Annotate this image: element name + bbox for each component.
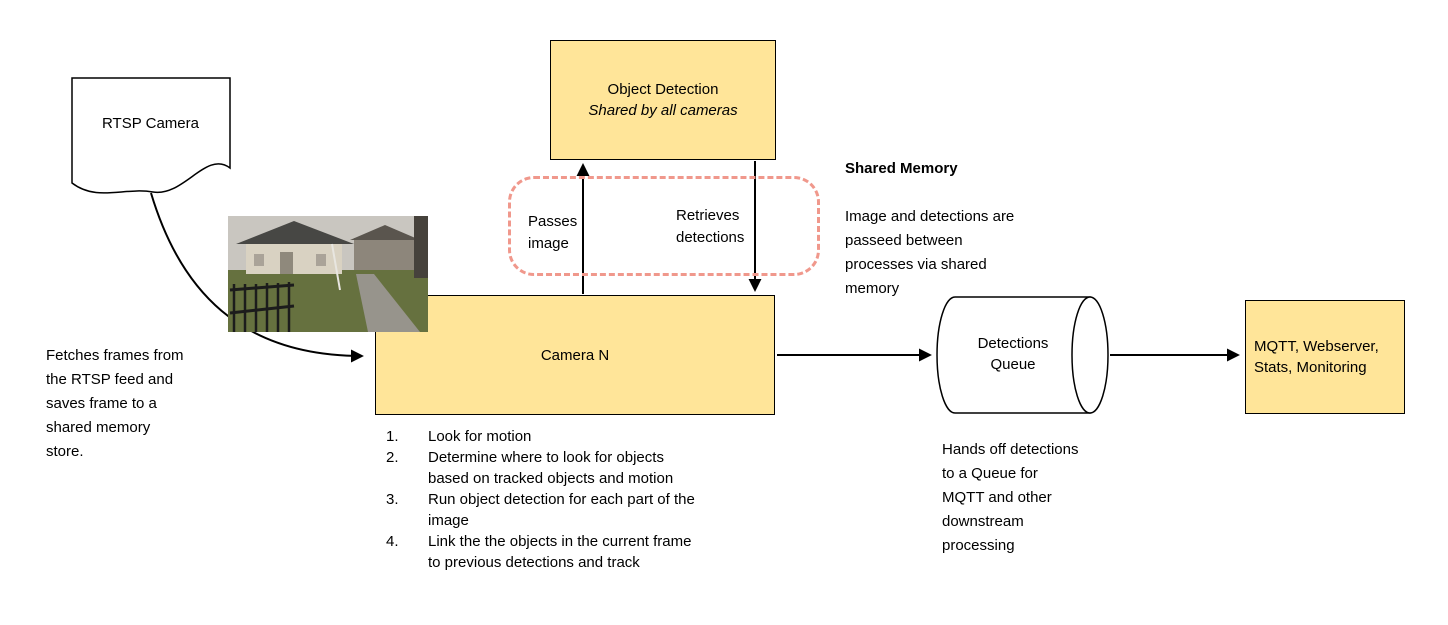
retrieves-detections-label: Retrieves detections: [676, 207, 745, 246]
shared-memory-region: [508, 176, 820, 276]
step-number: 2.: [386, 449, 399, 466]
outputs-label: MQTT, Webserver, Stats, Monitoring: [1254, 338, 1379, 376]
camera-steps-list: 1. Look for motion 2. Determine where to…: [378, 426, 788, 573]
camera-n-node: Camera N: [375, 295, 775, 415]
rtsp-camera-shape: [71, 77, 231, 194]
step-number: 1.: [386, 428, 399, 445]
detections-queue-shape: [936, 296, 1091, 414]
object-detection-title: Object Detection: [607, 81, 719, 98]
step-text: Link the the objects in the current fram…: [428, 533, 692, 571]
object-detection-subtitle: Shared by all cameras: [588, 102, 738, 119]
camera-step-4: 4. Link the the objects in the current f…: [378, 531, 788, 573]
step-text: Run object detection for each part of th…: [428, 491, 695, 529]
object-detection-node: Object Detection Shared by all cameras: [550, 40, 776, 160]
detections-queue-label: Detections Queue: [977, 335, 1049, 373]
shared-memory-note: Shared Memory Image and detections are p…: [845, 133, 1050, 325]
camera-snapshot-scene: [228, 216, 428, 332]
detections-queue-cap: [1071, 296, 1109, 414]
rtsp-camera-label: RTSP Camera: [102, 115, 199, 132]
camera-n-label: Camera N: [540, 346, 610, 364]
camera-snapshot-image: [228, 216, 428, 332]
outputs-node: MQTT, Webserver, Stats, Monitoring: [1245, 300, 1405, 414]
rtsp-to-camera-arrow: [150, 192, 364, 363]
shared-memory-note-title: Shared Memory: [845, 160, 958, 177]
step-text: Determine where to look for objects base…: [428, 449, 674, 487]
queue-handoff-note: Hands off detections to a Queue for MQTT…: [942, 441, 1079, 554]
camera-step-1: 1. Look for motion: [378, 426, 788, 447]
fetch-frames-note: Fetches frames from the RTSP feed and sa…: [46, 347, 184, 460]
camera-step-3: 3. Run object detection for each part of…: [378, 489, 788, 531]
shared-memory-note-body: Image and detections are passeed between…: [845, 208, 1015, 297]
step-number: 4.: [386, 533, 399, 550]
step-number: 3.: [386, 491, 399, 508]
camera-step-2: 2. Determine where to look for objects b…: [378, 447, 788, 489]
passes-image-label: Passes image: [528, 213, 578, 252]
step-text: Look for motion: [428, 428, 532, 445]
